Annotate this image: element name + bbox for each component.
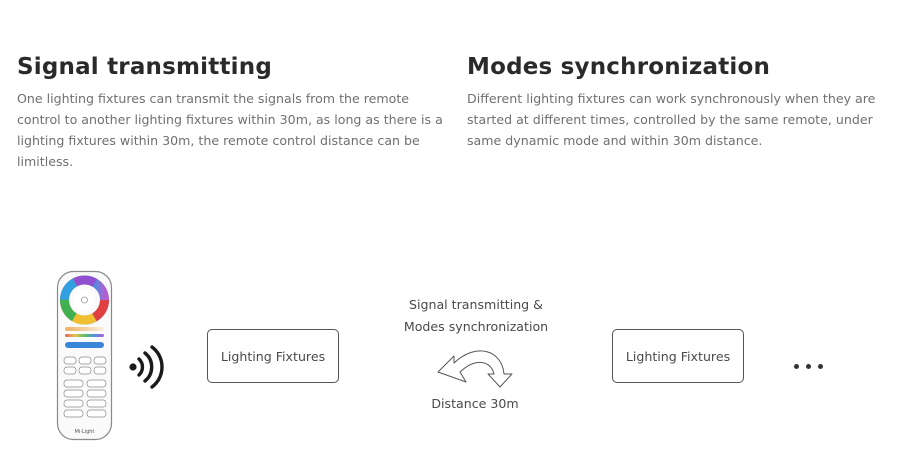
dot	[806, 364, 811, 369]
diagram-caption: Signal transmitting & Modes synchronizat…	[380, 294, 572, 338]
dot	[818, 364, 823, 369]
section-title: Modes synchronization	[467, 54, 771, 80]
curved-arrow-icon	[437, 350, 513, 388]
lighting-fixtures-box: Lighting Fixtures	[612, 329, 744, 383]
distance-label: Distance 30m	[431, 396, 519, 411]
caption-line-2: Modes synchronization	[403, 319, 549, 334]
remote-brand: Mi·Light	[75, 429, 95, 435]
section-title: Signal transmitting	[17, 54, 272, 80]
signal-transmitting-section: Signal transmitting One lighting fixture…	[17, 54, 449, 172]
wireless-signal-icon	[129, 345, 164, 389]
section-description: Different lighting fixtures can work syn…	[467, 91, 876, 148]
modes-synchronization-section: Modes synchronization Different lighting…	[467, 54, 887, 151]
lighting-fixtures-box: Lighting Fixtures	[207, 329, 339, 383]
caption-line-1: Signal transmitting &	[408, 297, 543, 312]
section-description: One lighting fixtures can transmit the s…	[17, 91, 443, 169]
remote-control-icon: Mi·Light	[56, 270, 113, 441]
ellipsis-icon	[794, 364, 823, 369]
dot	[794, 364, 799, 369]
